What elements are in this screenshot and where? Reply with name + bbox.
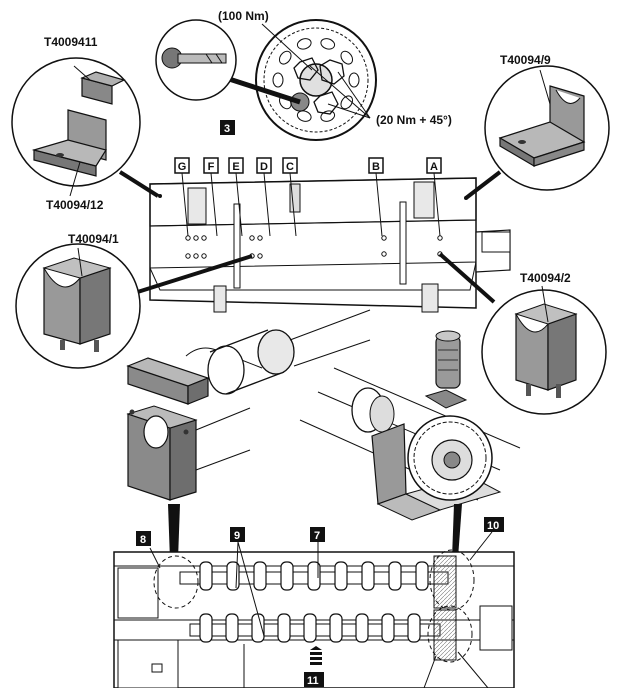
position-letter-f: F: [203, 157, 219, 237]
tool-t40094-12-inset: [11, 57, 141, 197]
item-badge-8: 8: [136, 531, 151, 546]
cylinder-head-assembly: [149, 177, 511, 313]
item-number-8: 8: [140, 534, 146, 546]
torque-label-100nm: (100 Nm): [218, 9, 269, 23]
item-badge-3: 3: [220, 120, 235, 135]
torque-leader-lines: [261, 23, 371, 119]
position-letter-a: A: [426, 157, 442, 237]
tool-t40094-9-inset: [484, 65, 610, 191]
position-letter-g: G: [174, 157, 190, 237]
svg-text:B: B: [372, 161, 380, 173]
position-letter-d: D: [256, 157, 272, 237]
item-number-3: 3: [224, 123, 230, 135]
tool-label-t4009411: T4009411: [44, 35, 98, 49]
svg-text:C: C: [286, 161, 294, 173]
camshaft-sprocket: [255, 19, 377, 141]
svg-text:E: E: [232, 161, 239, 173]
detail-pointers: [168, 504, 462, 560]
tool-t40094-2-inset: [481, 285, 607, 415]
svg-text:G: G: [178, 161, 187, 173]
sprocket-holding-tool-detail: [299, 330, 521, 521]
svg-text:D: D: [260, 161, 268, 173]
camshaft-housing-bottom: [113, 531, 515, 688]
pin-detail-inset: [155, 19, 301, 105]
position-letter-c: C: [282, 157, 298, 237]
camshaft-clamp-detail: [126, 309, 371, 501]
position-letter-b: B: [368, 157, 384, 237]
item-badge-9: 9: [230, 527, 245, 542]
tool-label-t40094-9: T40094/9: [500, 53, 551, 67]
tool-t40094-1-inset: [15, 243, 141, 369]
svg-text:A: A: [430, 161, 438, 173]
inset-connectors: [111, 170, 502, 304]
torque-label-20nm-45: (20 Nm + 45°): [376, 113, 452, 127]
position-letter-e: E: [228, 157, 244, 237]
tool-label-t40094-1: T40094/1: [68, 232, 119, 246]
svg-text:F: F: [208, 161, 215, 173]
item-badge-10: 10: [484, 517, 504, 532]
item-number-7: 7: [314, 530, 320, 542]
item-badge-11: 11: [304, 672, 324, 687]
item-badge-7: 7: [310, 527, 325, 542]
item-number-9: 9: [234, 530, 240, 542]
tool-label-t40094-2: T40094/2: [520, 271, 571, 285]
item-number-10: 10: [487, 520, 499, 532]
item-number-11: 11: [307, 675, 319, 687]
tool-label-t40094-12: T40094/12: [46, 198, 104, 212]
